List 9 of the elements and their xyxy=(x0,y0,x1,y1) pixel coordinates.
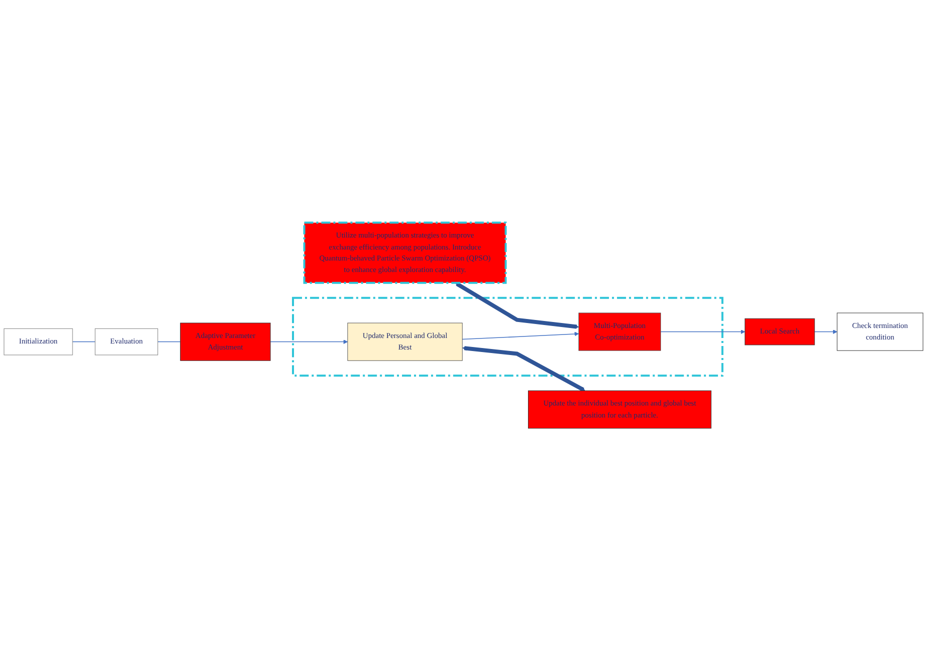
connector xyxy=(157,341,181,342)
arrow xyxy=(660,330,746,334)
arrow xyxy=(455,282,579,329)
arrow xyxy=(462,332,579,340)
arrow xyxy=(814,330,838,334)
cluster xyxy=(292,296,724,377)
arrow xyxy=(270,340,348,344)
arrow xyxy=(462,346,586,392)
connector xyxy=(72,341,96,342)
